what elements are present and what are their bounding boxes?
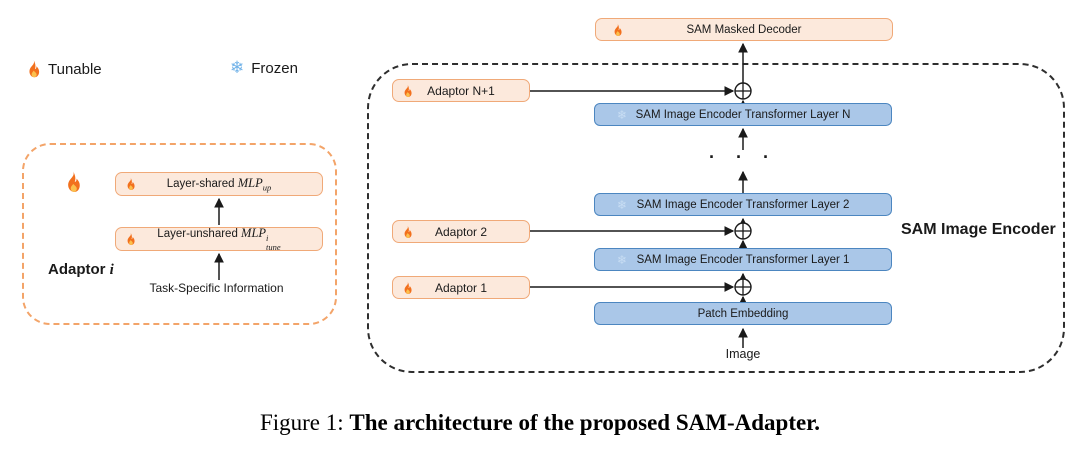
patch-embedding-label: Patch Embedding [697, 307, 789, 320]
encoder-layer-1-label: SAM Image Encoder Transformer Layer 1 [636, 253, 850, 266]
patch-embedding-box: Patch Embedding [594, 302, 892, 325]
adaptor-i-title: Adaptor i [48, 261, 114, 278]
legend-tunable-label: Tunable [48, 60, 102, 78]
snowflake-icon: ❄ [617, 252, 628, 267]
flame-icon [402, 84, 413, 97]
encoder-layer-n-label: SAM Image Encoder Transformer Layer N [635, 108, 851, 121]
adaptor-detail-panel [22, 143, 337, 325]
snowflake-icon: ❄ [617, 197, 628, 212]
flame-icon [26, 60, 41, 78]
figure-caption-prefix: Figure 1: [259, 410, 350, 435]
ellipsis-dots: · · · [709, 147, 777, 167]
encoder-layer-2-box: ❄ SAM Image Encoder Transformer Layer 2 [594, 193, 892, 216]
adaptor-2-label: Adaptor 2 [434, 224, 488, 239]
adaptor-2-box: Adaptor 2 [392, 220, 530, 243]
flame-icon [64, 171, 82, 193]
encoder-layer-1-box: ❄ SAM Image Encoder Transformer Layer 1 [594, 248, 892, 271]
legend-frozen: ❄ Frozen [230, 58, 298, 78]
encoder-layer-n-box: ❄ SAM Image Encoder Transformer Layer N [594, 103, 892, 126]
snowflake-icon: ❄ [617, 107, 628, 122]
adaptor-1-box: Adaptor 1 [392, 276, 530, 299]
flame-icon [612, 23, 623, 36]
flame-icon [402, 225, 413, 238]
adaptor-n1-box: Adaptor N+1 [392, 79, 530, 102]
sam-image-encoder-panel [367, 63, 1065, 373]
flame-icon [125, 233, 136, 246]
sam-masked-decoder-label: SAM Masked Decoder [686, 23, 802, 36]
figure-caption: Figure 1: The architecture of the propos… [0, 410, 1080, 436]
encoder-title: SAM Image Encoder [901, 221, 1056, 238]
figure-caption-title: The architecture of the proposed SAM-Ada… [349, 410, 821, 435]
layer-shared-mlp-label: Layer-shared MLPup [166, 175, 272, 193]
adaptor-n1-label: Adaptor N+1 [427, 83, 495, 98]
encoder-layer-2-label: SAM Image Encoder Transformer Layer 2 [636, 198, 850, 211]
sam-masked-decoder-box: SAM Masked Decoder [595, 18, 893, 41]
flame-icon [402, 281, 413, 294]
flame-icon [125, 178, 136, 191]
legend-tunable: Tunable [26, 60, 102, 78]
layer-shared-mlp-box: Layer-shared MLPup [115, 172, 323, 196]
legend-frozen-label: Frozen [251, 60, 298, 77]
adaptor-1-label: Adaptor 1 [434, 280, 488, 295]
task-specific-info-label: Task-Specific Information [149, 281, 284, 295]
snowflake-icon: ❄ [230, 58, 245, 78]
image-label: Image [725, 347, 761, 361]
